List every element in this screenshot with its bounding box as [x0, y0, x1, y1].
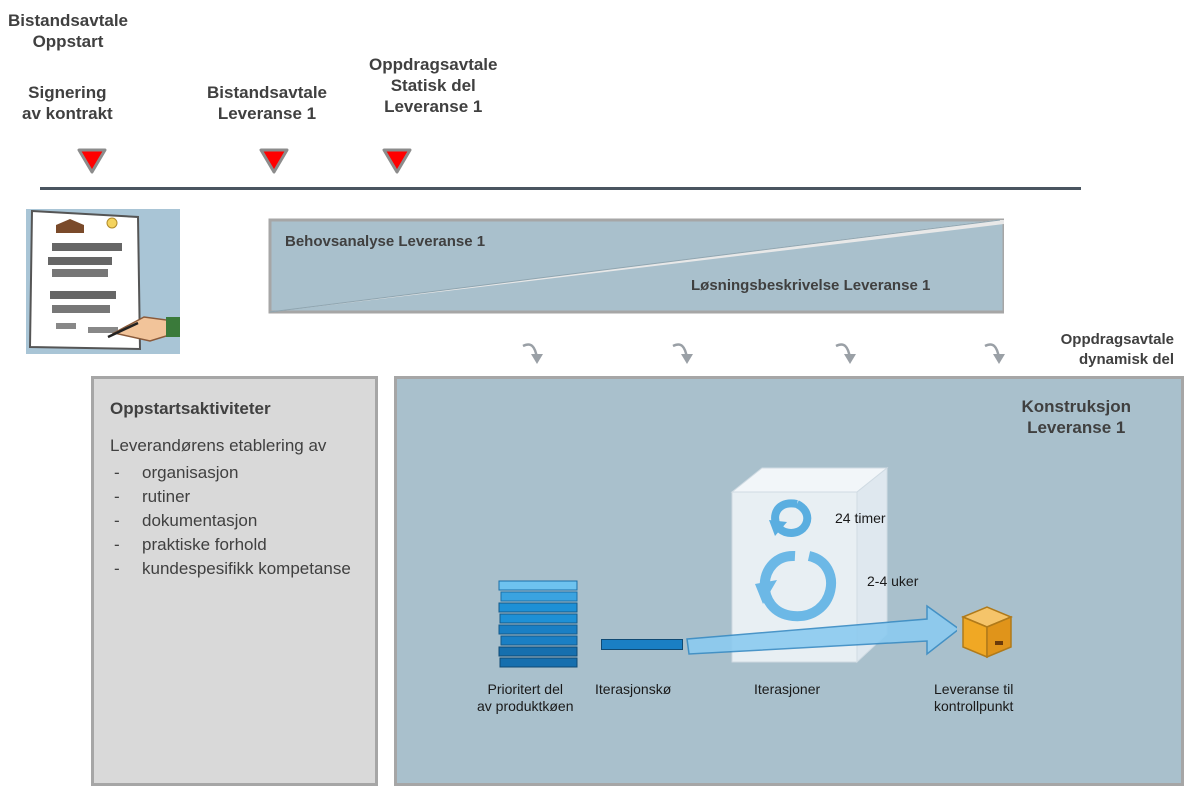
behovsanalyse-label: Behovsanalyse Leveranse 1 [285, 233, 486, 250]
dyn-line: Oppdragsavtale [1060, 331, 1174, 348]
oppstart-list: organisasjon rutiner dokumentasjon prakt… [110, 461, 372, 581]
milestone-line: Leveranse 1 [384, 97, 483, 116]
milestone-marker-triangle [77, 148, 107, 174]
oppdrag-dynamisk-label: Oppdragsavtale dynamisk del [1061, 330, 1174, 370]
losningsbeskrivelse-label: Løsningsbeskrivelse Leveranse 1 [691, 277, 931, 294]
list-item: dokumentasjon [110, 509, 372, 533]
milestone-bistand-oppstart: Bistandsavtale Oppstart [8, 10, 128, 52]
milestone-line: Bistandsavtale [207, 83, 327, 102]
curved-arrow-icon [835, 343, 856, 364]
list-item: rutiner [110, 485, 372, 509]
title-line: Leveranse 1 [1027, 418, 1126, 437]
milestone-marker-triangle [259, 148, 289, 174]
cycle-24-timer-label: 24 timer [835, 510, 886, 526]
stage-line: kontrollpunkt [934, 698, 1014, 714]
milestone-line: Signering [28, 83, 107, 102]
iteration-queue-bar [601, 639, 683, 650]
milestone-line: Bistandsavtale [8, 11, 128, 30]
stage-line: Iterasjonskø [595, 681, 672, 697]
stage-label-iterations: Iterasjoner [754, 681, 820, 698]
oppstart-title: Oppstartsaktiviteter [110, 399, 271, 418]
milestone-bistand-leveranse: Bistandsavtale Leveranse 1 [207, 82, 327, 124]
oppstart-panel: Oppstartsaktiviteter Leverandørens etabl… [91, 376, 378, 786]
curved-arrow-icon [672, 343, 693, 364]
milestone-line: Oppstart [32, 32, 104, 51]
konstruksjon-panel: Konstruksjon Leveranse 1 24 timer 2-4 uk… [394, 376, 1184, 786]
analysis-wedge [268, 218, 1004, 314]
stage-line: av produktkøen [477, 698, 574, 714]
milestone-line: av kontrakt [22, 104, 113, 123]
milestone-line: Leveranse 1 [217, 104, 317, 123]
stage-line: Prioritert del [487, 681, 563, 697]
stage-label-backlog: Prioritert del av produktkøen [477, 681, 574, 715]
timeline-line [40, 187, 1081, 190]
oppstart-intro: Leverandørens etablering av [110, 436, 327, 455]
list-item: kundespesifikk kompetanse [110, 557, 372, 581]
list-item: praktiske forhold [110, 533, 372, 557]
iteration-cube-icon [686, 466, 957, 664]
stage-label-delivery: Leveranse til kontrollpunkt [934, 681, 1013, 715]
milestone-marker-triangle [382, 148, 412, 174]
contract-signing-illustration [26, 209, 180, 354]
dyn-line: dynamisk del [1078, 351, 1174, 368]
list-item: organisasjon [110, 461, 372, 485]
curved-arrow-icon [522, 343, 543, 364]
konstruksjon-title: Konstruksjon Leveranse 1 [1021, 396, 1131, 438]
title-line: Konstruksjon [1021, 397, 1131, 416]
curved-arrow-icon [984, 343, 1005, 364]
delivery-box-icon [961, 606, 1013, 659]
stage-line: Leveranse til [934, 681, 1014, 697]
milestone-line: Statisk del [390, 76, 476, 95]
milestone-line: Oppdragsavtale [369, 55, 498, 74]
stage-label-queue: Iterasjonskø [595, 681, 671, 698]
product-backlog-stack-icon [498, 580, 578, 668]
cycle-2-4-uker-label: 2-4 uker [867, 573, 919, 589]
stage-line: Iterasjoner [754, 681, 821, 697]
milestone-oppdrag-statisk: Oppdragsavtale Statisk del Leveranse 1 [369, 54, 498, 117]
milestone-signering: Signering av kontrakt [22, 82, 113, 124]
